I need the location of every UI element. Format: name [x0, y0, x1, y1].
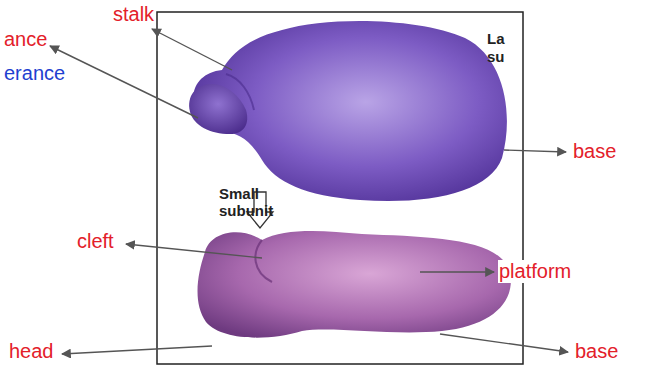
part-label: base	[574, 340, 619, 363]
part-label: stalk	[112, 3, 155, 26]
small-subunit	[198, 231, 511, 338]
image-frame	[157, 12, 523, 364]
stalk-ridge	[226, 74, 254, 110]
protuberance-lobe	[189, 84, 247, 134]
part-label: cleft	[76, 230, 115, 253]
part-label: ance	[3, 28, 48, 51]
leader-lines	[50, 29, 568, 354]
leader-line	[440, 334, 568, 352]
leader-line	[420, 271, 494, 272]
part-label: erance	[3, 62, 66, 85]
subunit-label: La	[486, 30, 506, 47]
leader-line	[504, 150, 566, 152]
part-label: platform	[498, 260, 572, 283]
cleft-line	[255, 240, 272, 282]
leader-line	[50, 46, 198, 118]
leader-line	[126, 244, 262, 258]
part-label: head	[8, 340, 55, 363]
leader-line	[62, 346, 212, 354]
part-label: base	[572, 140, 617, 163]
subunit-label: su	[486, 48, 506, 65]
leader-line	[152, 29, 232, 70]
subunit-label: Small subunit	[218, 186, 282, 219]
